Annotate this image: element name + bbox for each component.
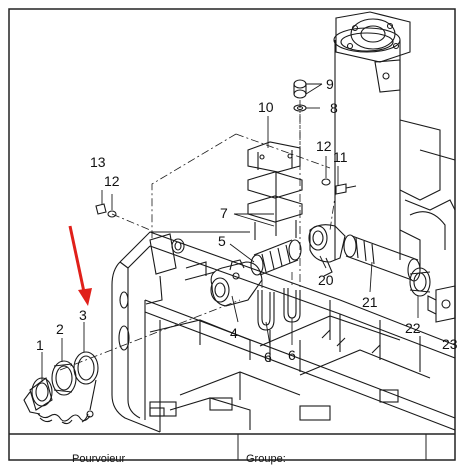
callout-23: 23	[442, 336, 458, 352]
callout-9: 9	[326, 76, 334, 92]
callout-11: 11	[333, 149, 348, 165]
callout-2: 2	[56, 321, 64, 337]
center-lines	[59, 100, 337, 371]
callout-10: 10	[258, 99, 274, 115]
callout-20: 20	[318, 272, 334, 288]
callout-12b: 12	[104, 173, 120, 189]
page-border	[8, 8, 456, 461]
callout-labels: 1 2 3 4 5 6 6 7 8 9 10 11 12 12 13 20 21…	[36, 76, 458, 365]
cap-assembly	[23, 351, 99, 425]
footer-supplier-label: Pourvoieur	[72, 453, 126, 465]
callout-8: 8	[330, 100, 338, 116]
callout-21: 21	[362, 294, 378, 310]
callout-6b: 6	[288, 347, 296, 363]
vertical-column	[333, 11, 456, 270]
callout-3: 3	[79, 307, 87, 323]
callout-13: 13	[90, 154, 106, 170]
footer-group-label: Groupe:	[246, 453, 286, 465]
callout-5: 5	[218, 233, 226, 249]
fittings-assembly	[95, 79, 456, 331]
callout-7: 7	[220, 205, 228, 221]
callout-6a: 6	[264, 349, 272, 365]
red-arrow-annotation	[68, 225, 92, 306]
callout-1: 1	[36, 337, 44, 353]
callout-4: 4	[230, 325, 238, 341]
chassis-frame	[111, 231, 456, 433]
callout-22: 22	[405, 320, 421, 336]
callout-12a: 12	[316, 138, 332, 154]
leader-lines	[41, 83, 419, 382]
